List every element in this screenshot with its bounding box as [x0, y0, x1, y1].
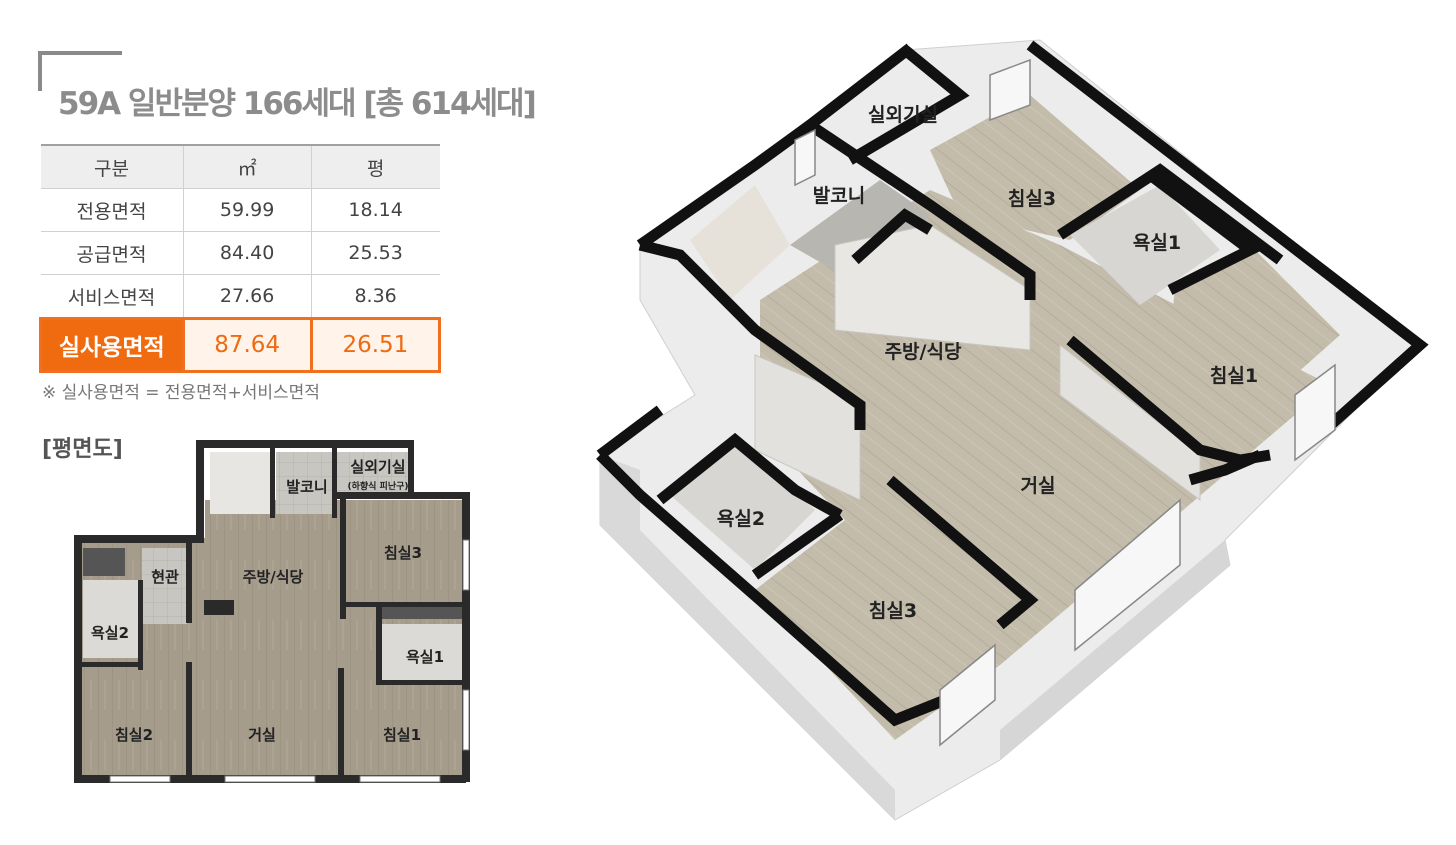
- iso-side-shade: [600, 455, 895, 820]
- iso-label-bath2: 욕실2: [717, 508, 765, 530]
- title-corner-decoration: [38, 51, 122, 91]
- plan-bath1-floor: [382, 624, 462, 680]
- plan-label-bedroom3: 침실3: [384, 544, 422, 562]
- iso-label-bedroom3-bottom: 침실3: [869, 600, 917, 622]
- iso-label-kitchen: 주방/식당: [885, 341, 962, 363]
- row-sqm: 59.99: [182, 188, 312, 232]
- plan-label-entrance: 현관: [151, 568, 179, 586]
- header-pyeong: 평: [310, 144, 440, 189]
- row-pyeong: 8.36: [310, 274, 440, 319]
- highlight-label: 실사용면적: [39, 317, 185, 373]
- floor-plan-3d: 실외기실 발코니 침실3 욕실1 주방/식당 침실1 거실 욕실2 침실3: [596, 39, 1429, 821]
- iso-utility: [690, 185, 790, 300]
- plan-storage-dark: [83, 548, 125, 576]
- iso-balcony-tile: [790, 180, 930, 285]
- table-row: 서비스면적 27.66 8.36: [40, 274, 440, 319]
- iso-label-bedroom1: 침실1: [1210, 365, 1258, 387]
- iso-windows: [794, 58, 1336, 747]
- plan-balcony-floor: [276, 452, 332, 514]
- floor-plan-2d: 발코니 실외기실 (하향식 피난구) 현관 주방/식당 침실3 욕실2 욕실1 …: [74, 440, 470, 783]
- area-table-header: 구분 ㎡ 평: [40, 144, 440, 189]
- plan-outdoor-floor: [336, 452, 410, 498]
- iso-floor-bedroom1: [1170, 245, 1340, 415]
- plan-walls: [74, 440, 470, 783]
- plan-section-title: [평면도]: [42, 437, 123, 462]
- plan-label-kitchen: 주방/식당: [243, 568, 304, 586]
- highlight-row: 실사용면적 87.64 26.51: [39, 317, 442, 373]
- row-pyeong: 25.53: [310, 231, 440, 275]
- row-label: 공급면적: [40, 231, 183, 275]
- table-row: 전용면적 59.99 18.14: [40, 188, 440, 232]
- plan-label-outdoor-note: (하향식 피난구): [347, 480, 408, 492]
- highlight-sqm: 87.64: [181, 317, 313, 373]
- iso-bath2-tile: [670, 440, 815, 570]
- plan-shelf-dark: [380, 605, 465, 619]
- header-sqm: ㎡: [182, 144, 312, 189]
- area-note: ※ 실사용면적 = 전용면적+서비스면적: [42, 383, 320, 403]
- iso-walls: [596, 40, 1429, 727]
- plan-bedroom3-floor: [343, 500, 465, 605]
- plan-utility-floor: [210, 452, 272, 514]
- area-table: 구분 ㎡ 평 전용면적 59.99 18.14 공급면적 84.40 25.53…: [39, 144, 442, 373]
- row-sqm: 84.40: [182, 231, 312, 275]
- iso-kitchen-cabinets: [834, 224, 1031, 351]
- iso-label-bedroom3-top: 침실3: [1008, 188, 1056, 210]
- plan-kitchen-floor: [205, 500, 343, 615]
- corner-line-horizontal: [38, 51, 122, 55]
- highlight-pyeong: 26.51: [309, 317, 442, 373]
- iso-side-shade-right: [1000, 540, 1230, 760]
- row-sqm: 27.66: [182, 274, 312, 319]
- table-row: 공급면적 84.40 25.53: [40, 231, 440, 275]
- plan-label-balcony: 발코니: [286, 478, 327, 496]
- iso-bath1-tile: [1070, 185, 1220, 305]
- plan-label-bath1: 욕실1: [406, 648, 444, 666]
- iso-floor-bedroom3-top: [930, 95, 1140, 240]
- plan-label-outdoor-unit: 실외기실: [350, 458, 405, 476]
- iso-label-bath1: 욕실1: [1133, 232, 1181, 254]
- plan-label-bedroom1: 침실1: [383, 726, 421, 744]
- iso-label-balcony: 발코니: [813, 185, 865, 207]
- header-category: 구분: [40, 144, 183, 189]
- iso-label-living: 거실: [1021, 475, 1056, 497]
- row-label: 전용면적: [40, 188, 183, 232]
- plan-bath2-floor: [83, 580, 138, 658]
- iso-wardrobe: [1059, 343, 1201, 501]
- plan-windows: [109, 539, 470, 783]
- corner-line-vertical: [38, 51, 42, 91]
- plan-label-bath2: 욕실2: [91, 624, 129, 642]
- page-title: 59A 일반분양 166세대 [총 614세대]: [58, 86, 537, 122]
- plan-entrance-floor: [142, 548, 187, 624]
- iso-label-outdoor-unit: 실외기실: [868, 104, 938, 126]
- plan-label-living: 거실: [248, 726, 276, 744]
- row-label: 서비스면적: [40, 274, 183, 319]
- row-pyeong: 18.14: [310, 188, 440, 232]
- plan-label-bedroom2: 침실2: [115, 726, 153, 744]
